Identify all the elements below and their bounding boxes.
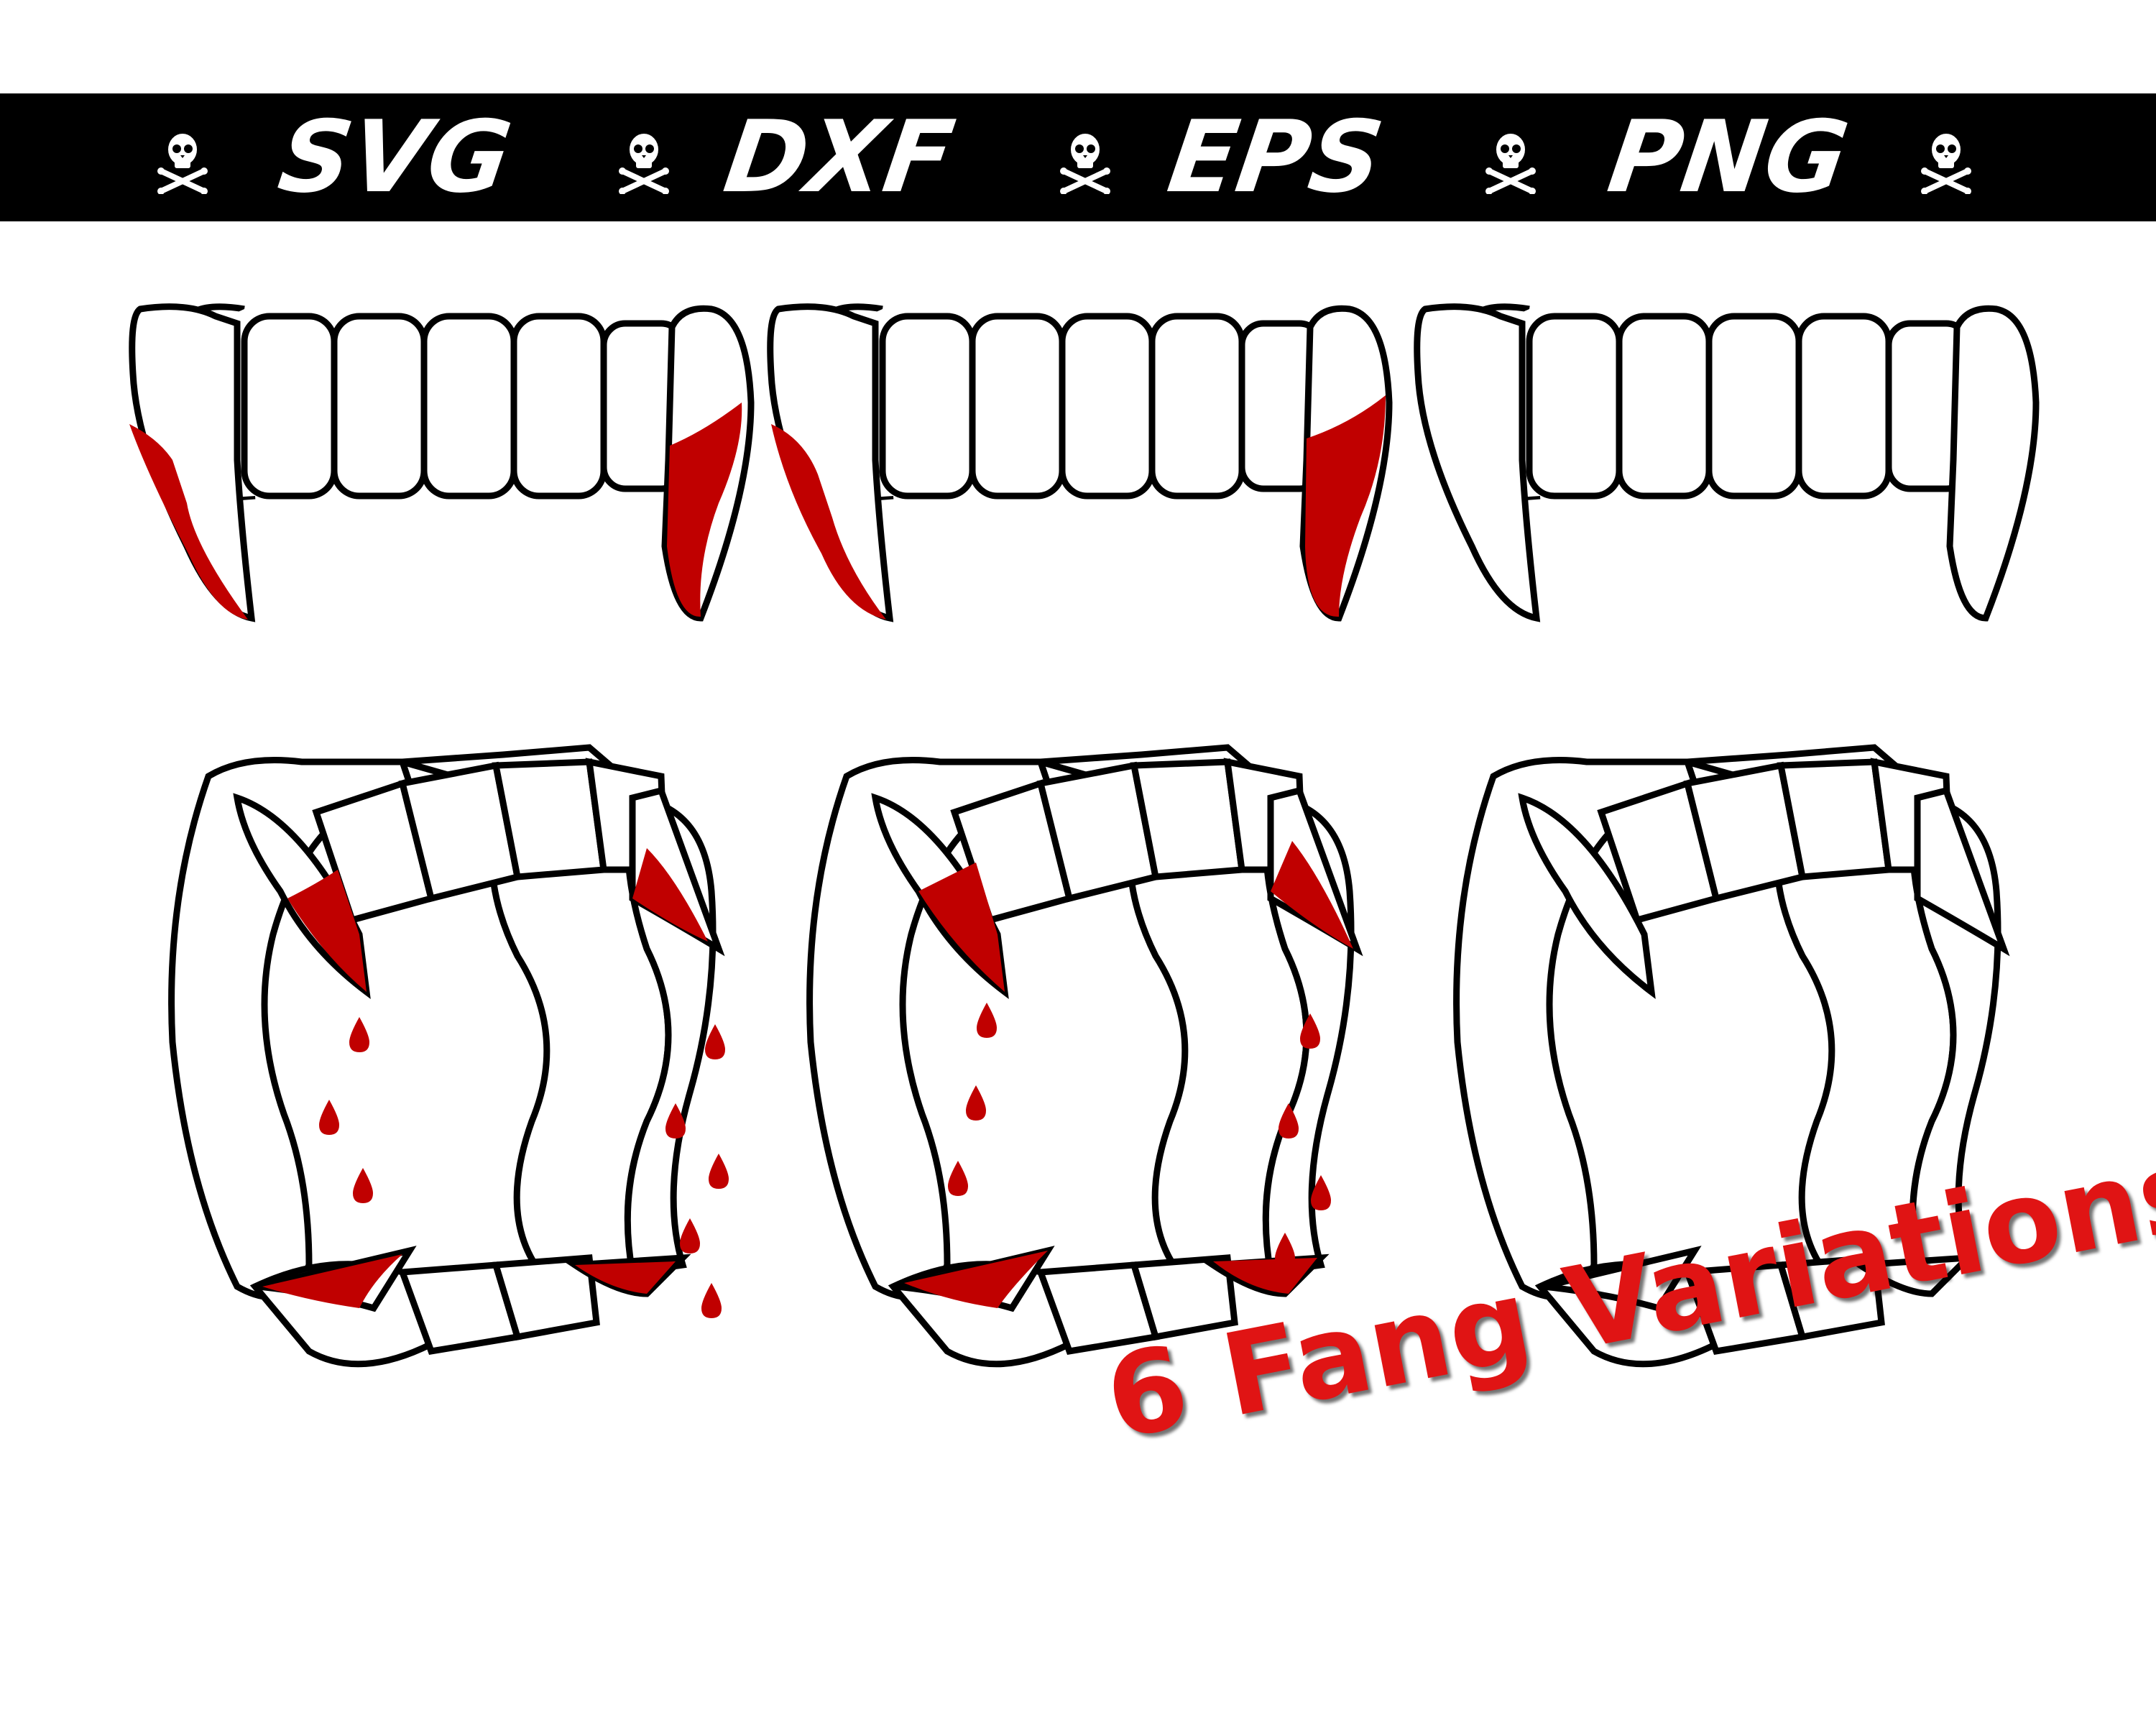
fang-open-bloody-drips-alt — [810, 748, 1357, 1364]
blood-stain — [1305, 395, 1386, 617]
fang-front-bloody — [129, 307, 751, 620]
skull-crossbones-icon — [619, 134, 669, 194]
fang-open-bloody-drips — [172, 748, 729, 1364]
skull-crossbones-icon — [1060, 134, 1110, 194]
fang-front-bloody-alt — [770, 307, 1389, 620]
blood-stain — [667, 402, 742, 617]
skull-crossbones-icon — [1921, 134, 1971, 194]
skull-crossbones-icon — [157, 134, 208, 194]
blood-stain — [129, 424, 248, 620]
blood-stain — [771, 424, 886, 620]
format-banner: SVG DXF EPS PNG — [0, 93, 2156, 221]
fang-front-clean — [1417, 307, 2036, 618]
skull-crossbones-icon — [1485, 134, 1536, 194]
